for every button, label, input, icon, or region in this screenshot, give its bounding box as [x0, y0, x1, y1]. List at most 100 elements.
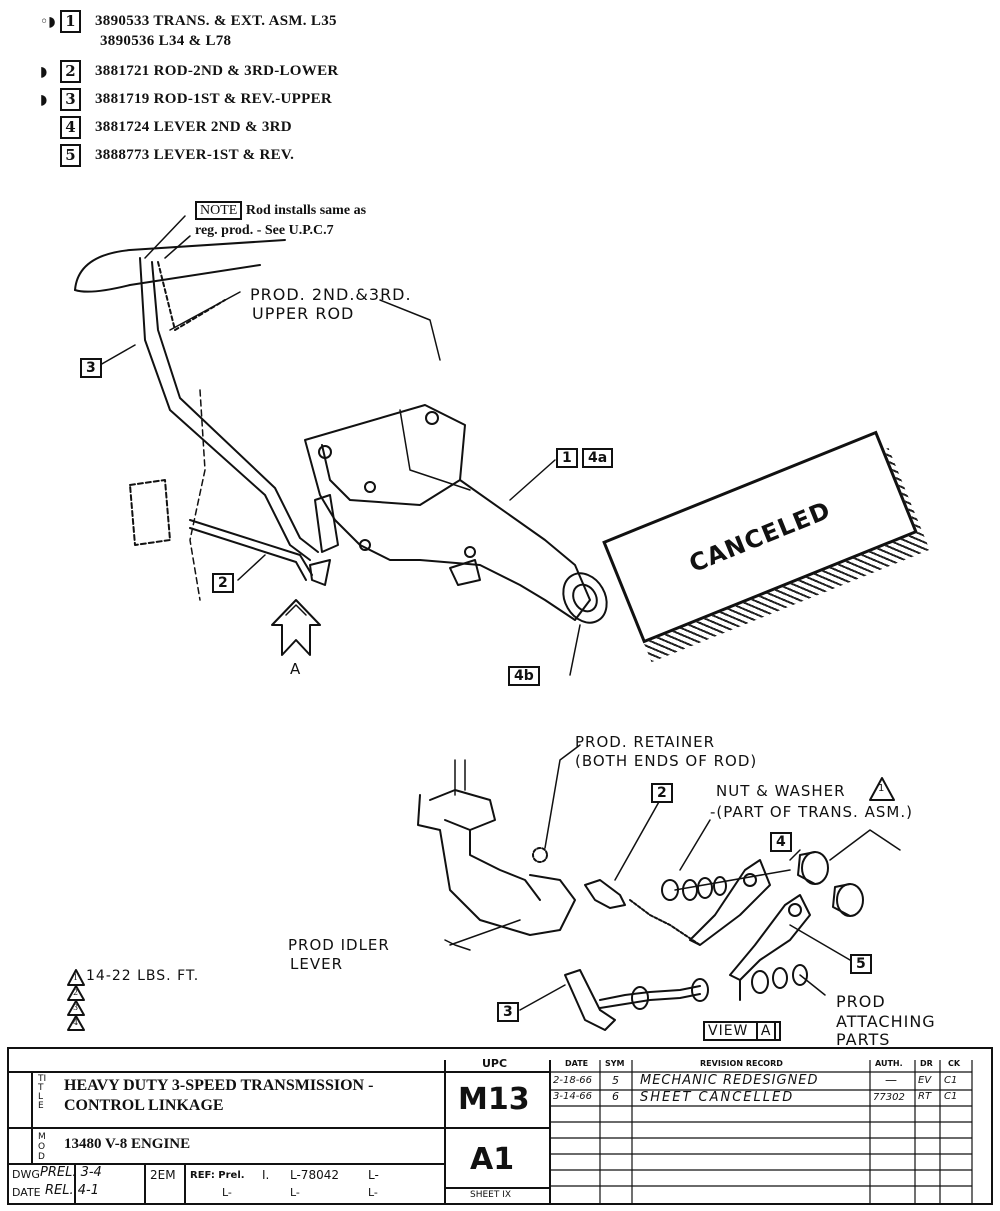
- part-row-4: 4 3881724 LEVER 2ND & 3RD: [40, 116, 292, 139]
- note-text-1: Rod installs same as: [245, 203, 367, 218]
- upc-header: UPC: [482, 1057, 508, 1070]
- attaching-label-3: PARTS: [836, 1030, 891, 1049]
- hdr-revision: REVISION RECORD: [700, 1059, 783, 1068]
- torque-spec: 14-22 LBS. FT.: [86, 968, 200, 984]
- view-a-label: VIEW A: [703, 1021, 782, 1041]
- callout-4a: 4a: [582, 448, 614, 468]
- note-text-2: reg. prod. - See U.P.C.7: [195, 223, 334, 238]
- hdr-date: DATE: [565, 1059, 589, 1068]
- part-number-box: 1: [60, 10, 81, 33]
- ref-row2-b: L-: [290, 1186, 300, 1199]
- callout-1: 1: [556, 448, 578, 468]
- sheet-number: IX: [502, 1190, 512, 1200]
- nut-washer-sub: -(PART OF TRANS. ASM.): [710, 803, 913, 821]
- rev-row-1-date: 2-18-66: [553, 1075, 593, 1086]
- lever-5: [729, 894, 811, 981]
- upper-rod: [139, 257, 311, 561]
- upper-rod-label-1: PROD. 2ND.&3RD.: [250, 285, 412, 304]
- bullet-mark: ◗: [40, 63, 48, 80]
- torque-tri-3: 3: [73, 1003, 79, 1012]
- lever-4: [689, 859, 771, 946]
- bullet-mark: ◦◗: [40, 13, 56, 30]
- ref-end: L-: [368, 1168, 379, 1182]
- rev-row-1-ck: C1: [944, 1075, 958, 1086]
- part-number-box: 2: [60, 60, 81, 83]
- rev-row-1-auth: —: [885, 1073, 897, 1087]
- rev-row-1-dr: EV: [918, 1075, 932, 1086]
- date-label: DATE: [12, 1186, 41, 1199]
- hdr-auth: AUTH.: [875, 1059, 903, 1068]
- torque-tri-2: 2: [73, 988, 79, 997]
- upper-rod-label-2: UPPER ROD: [252, 304, 355, 323]
- idler-label-1: PROD IDLER: [288, 936, 390, 954]
- lower-rod-end: [564, 969, 616, 1031]
- rev-row-1-sym: 5: [612, 1074, 619, 1087]
- upc-code: M13: [458, 1082, 530, 1117]
- dwg-label: DWG: [12, 1168, 40, 1181]
- rev-row-1-text: MECHANIC REDESIGNED: [640, 1073, 819, 1088]
- rev-row-2-text: SHEET CANCELLED: [640, 1090, 795, 1105]
- rev-row-2-ck: C1: [944, 1091, 958, 1102]
- rev-row-2-sym: 6: [612, 1090, 619, 1103]
- torque-tri-4: 4: [73, 1018, 79, 1027]
- steering-column: [74, 239, 286, 291]
- callout-3-lower: 3: [497, 1002, 519, 1022]
- rev-row-2-dr: RT: [918, 1091, 932, 1102]
- sheet-label: SHEET IX: [470, 1190, 511, 1200]
- view-label-text: VIEW: [708, 1023, 749, 1039]
- note-line-1: NOTE Rod installs same as: [195, 201, 367, 220]
- ref-label: REF: Prel.: [190, 1170, 245, 1181]
- drawing-title-1: HEAVY DUTY 3-SPEED TRANSMISSION -: [64, 1077, 374, 1094]
- part-row-5: 5 3888773 LEVER-1ST & REV.: [40, 144, 294, 167]
- part-row-3: ◗ 3 3881719 ROD-1ST & REV.-UPPER: [40, 88, 332, 111]
- attaching-label-1: PROD: [836, 992, 886, 1011]
- callout-3: 3: [80, 358, 102, 378]
- ref-number: L-78042: [290, 1168, 339, 1182]
- drawing-title-2: CONTROL LINKAGE: [64, 1097, 224, 1114]
- callout-2: 2: [212, 573, 234, 593]
- idler-label-2: LEVER: [290, 955, 343, 973]
- callout-5: 5: [850, 954, 872, 974]
- mod-side-label: MOD: [38, 1132, 46, 1162]
- retainer-label-1: PROD. RETAINER: [575, 733, 716, 751]
- hdr-sym: SYM: [605, 1059, 625, 1068]
- date-value: REL. 4-1: [45, 1183, 99, 1198]
- dwg-value: PREL. 3-4: [40, 1165, 102, 1180]
- part-description: 3890533 TRANS. & EXT. ASM. L35: [95, 13, 337, 29]
- part-description: 3881719 ROD-1ST & REV.-UPPER: [95, 91, 333, 107]
- rev-row-2-auth: 77302: [873, 1092, 905, 1103]
- title-side-label: TITLE: [38, 1074, 47, 1111]
- retainer-label-2: (BOTH ENDS OF ROD): [575, 752, 758, 770]
- part-row-2: ◗ 2 3881721 ROD-2ND & 3RD-LOWER: [40, 60, 339, 83]
- part-row-1b: 3890536 L34 & L78: [100, 33, 231, 50]
- ref-i: I.: [262, 1168, 270, 1182]
- part-number-box: 4: [60, 116, 81, 139]
- callout-4: 4: [770, 832, 792, 852]
- ref-row2-c: L-: [368, 1186, 378, 1199]
- hdr-ck: CK: [948, 1059, 961, 1068]
- hdr-dr: DR: [920, 1059, 933, 1068]
- callout-2-lower: 2: [651, 783, 673, 803]
- nut-triangle-number: 1: [878, 783, 885, 794]
- mfr-code: 2EM: [150, 1168, 176, 1182]
- view-label-box: A: [755, 1021, 777, 1041]
- model-text: 13480 V-8 ENGINE: [64, 1136, 191, 1152]
- torque-tri-1: 1: [73, 973, 79, 982]
- sheet-code: A1: [470, 1142, 515, 1177]
- idler-lever: [417, 794, 576, 936]
- callout-4b: 4b: [508, 666, 540, 686]
- part-description: 3888773 LEVER-1ST & REV.: [95, 147, 295, 163]
- part-description: 3881724 LEVER 2ND & 3RD: [95, 119, 292, 135]
- bullet-mark: ◗: [40, 91, 48, 108]
- view-a-letter: A: [290, 660, 302, 678]
- part-description-alt: 3890536 L34 & L78: [100, 33, 232, 49]
- ref-row2-a: L-: [222, 1186, 232, 1199]
- lower-rod: [189, 519, 313, 576]
- part-row-1: ◦◗ 1 3890533 TRANS. & EXT. ASM. L35: [40, 10, 337, 33]
- part-number-box: 5: [60, 144, 81, 167]
- note-tag: NOTE: [195, 201, 243, 220]
- sheet-word: SHEET: [470, 1190, 500, 1200]
- transmission-case: [304, 404, 591, 621]
- rev-row-2-date: 3-14-66: [553, 1091, 593, 1102]
